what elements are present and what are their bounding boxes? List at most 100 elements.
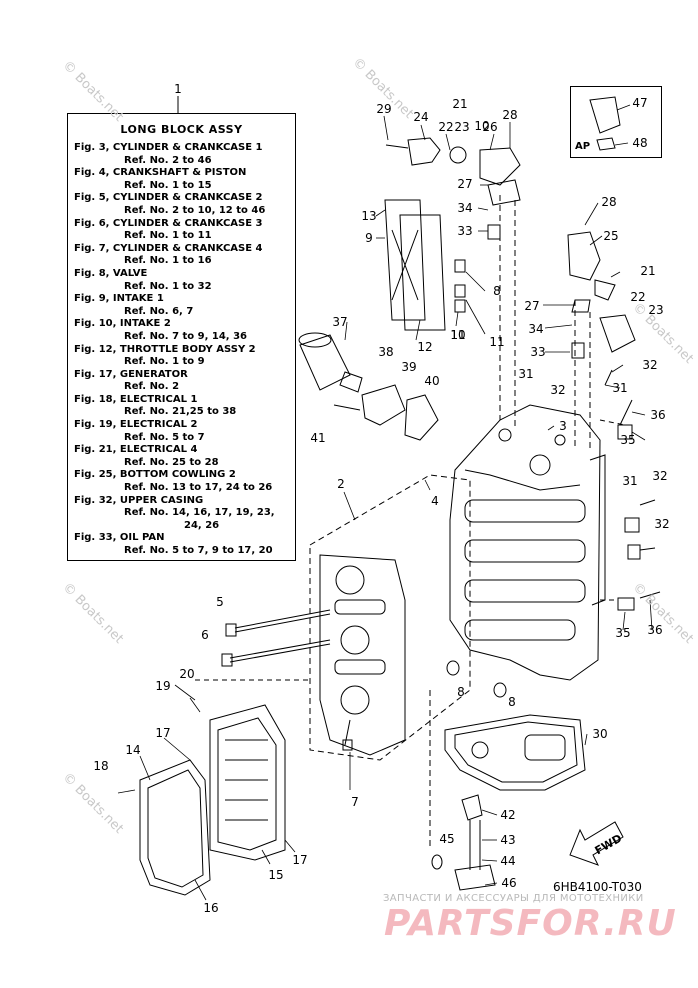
callout-number: 47 xyxy=(632,96,648,110)
ap-inset-label: AP xyxy=(575,141,591,152)
callout-number: 20 xyxy=(179,667,195,681)
callout-number: 21 xyxy=(640,264,656,278)
callout-number: 9 xyxy=(365,231,373,245)
callout-number: 25 xyxy=(603,229,619,243)
callout-number: 27 xyxy=(457,177,473,191)
callout-number: 22 xyxy=(630,290,646,304)
legend-line: Ref. No. 14, 16, 17, 19, 23, xyxy=(124,507,275,519)
callout-number: 44 xyxy=(500,854,516,868)
head-bolts xyxy=(221,609,331,667)
callout-number: 4 xyxy=(431,494,439,508)
callout-number: 17 xyxy=(155,726,171,740)
legend-line: Fig. 7, CYLINDER & CRANKCASE 4 xyxy=(74,242,263,254)
callout-number: 32 xyxy=(654,517,670,531)
callout-number: 7 xyxy=(351,795,359,809)
callout-number: 15 xyxy=(268,868,284,882)
callout-number: 17 xyxy=(292,853,308,867)
legend-line: Ref. No. 2 xyxy=(124,381,180,393)
callout-number: 19 xyxy=(155,679,171,693)
callout-number: 36 xyxy=(650,408,666,422)
legend-line: Ref. No. 1 to 16 xyxy=(124,255,212,267)
callout-number: 42 xyxy=(500,808,516,822)
callout-number: 37 xyxy=(332,315,348,329)
side-hardware xyxy=(599,369,661,611)
legend-line: Ref. No. 6, 7 xyxy=(124,305,194,317)
legend-line: Ref. No. 1 to 15 xyxy=(124,179,212,191)
callout-number: 34 xyxy=(528,322,544,336)
callout-number: 31 xyxy=(612,381,628,395)
callout-number: 2 xyxy=(337,477,345,491)
callout-number: 3 xyxy=(559,419,567,433)
legend-line: Fig. 32, UPPER CASING xyxy=(74,494,204,506)
legend-line: Fig. 3, CYLINDER & CRANKCASE 1 xyxy=(74,142,263,153)
callout-number: 8 xyxy=(508,695,516,709)
legend-line: Fig. 17, GENERATOR xyxy=(74,368,188,380)
callout-number: 32 xyxy=(652,469,668,483)
callout-number: 10 xyxy=(474,119,490,133)
legend-line: Ref. No. 5 to 7, 9 to 17, 20 xyxy=(124,545,273,556)
callout-number: 43 xyxy=(500,833,516,847)
callout-number: 12 xyxy=(417,340,433,354)
callout-number: 32 xyxy=(642,358,658,372)
intake-plate xyxy=(384,199,466,331)
legend-line: Fig. 33, OIL PAN xyxy=(74,532,165,544)
callout-number: 30 xyxy=(592,727,608,741)
long-block-assy-legend: LONG BLOCK ASSY Fig. 3, CYLINDER & CRANK… xyxy=(67,113,296,561)
legend-line: Fig. 5, CYLINDER & CRANKCASE 2 xyxy=(74,192,263,204)
callout-number: 31 xyxy=(622,474,638,488)
legend-line: Ref. No. 5 to 7 xyxy=(124,431,205,443)
legend-line: Ref. No. 2 to 46 xyxy=(124,154,212,166)
cylinder-head xyxy=(309,474,471,761)
inset-parts xyxy=(589,96,621,151)
callout-number: 36 xyxy=(647,623,663,637)
callout-number: 14 xyxy=(125,743,141,757)
exhaust-cover xyxy=(139,679,310,896)
legend-line: Fig. 6, CYLINDER & CRANKCASE 3 xyxy=(74,217,263,229)
ap-inset-box xyxy=(570,86,662,158)
callout-number: 28 xyxy=(502,108,518,122)
callout-number: 33 xyxy=(530,345,546,359)
callout-number: 16 xyxy=(203,901,219,915)
callout-number: 11 xyxy=(450,328,466,342)
callout-number: 23 xyxy=(648,303,664,317)
callout-1: 1 xyxy=(174,82,182,96)
callout-number: 39 xyxy=(401,360,417,374)
callout-number: 35 xyxy=(615,626,631,640)
callout-number: 38 xyxy=(378,345,394,359)
legend-line: Ref. No. 7 to 9, 14, 36 xyxy=(124,330,248,342)
callout-number: 8 xyxy=(457,685,465,699)
callout-number: 13 xyxy=(361,209,377,223)
legend-line: Ref. No. 2 to 10, 12 to 46 xyxy=(124,204,266,216)
legend-line: Fig. 12, THROTTLE BODY ASSY 2 xyxy=(74,343,256,355)
callout-number: 11 xyxy=(489,335,505,349)
oil-dipstick-guide xyxy=(429,690,496,891)
legend-line: Fig. 21, ELECTRICAL 4 xyxy=(74,444,198,456)
legend-line: Fig. 4, CRANKSHAFT & PISTON xyxy=(74,167,247,179)
legend-line: Ref. No. 1 to 32 xyxy=(124,280,212,292)
legend-line: Fig. 8, VALVE xyxy=(74,267,148,279)
thermostat-housing xyxy=(385,137,521,430)
legend-line: Ref. No. 21,25 to 38 xyxy=(124,406,237,418)
callout-number: 23 xyxy=(454,120,470,134)
diagram-code: 6HB4100-T030 xyxy=(553,880,642,894)
callout-number: 32 xyxy=(550,383,566,397)
legend-line: Fig. 18, ELECTRICAL 1 xyxy=(74,393,198,405)
legend-line: Fig. 19, ELECTRICAL 2 xyxy=(74,419,198,431)
oil-filter-group xyxy=(298,332,439,441)
legend-line: 24, 26 xyxy=(184,519,220,531)
right-thermostat-housing xyxy=(567,231,636,450)
callout-number: 18 xyxy=(93,759,109,773)
crankcase-block xyxy=(449,404,606,681)
callout-number: 26 xyxy=(482,120,498,134)
legend-line: Ref. No. 25 to 28 xyxy=(124,456,219,468)
legend-line: Fig. 10, INTAKE 2 xyxy=(74,318,171,330)
callout-number: 31 xyxy=(518,367,534,381)
callout-number: 35 xyxy=(620,433,636,447)
legend-line: Ref. No. 1 to 11 xyxy=(124,230,212,242)
callout-number: 28 xyxy=(601,195,617,209)
callout-number: 5 xyxy=(216,595,224,609)
callout-number: 41 xyxy=(310,431,326,445)
watermark-caption: ЗАПЧАСТИ И АКСЕССУАРЫ ДЛЯ МОТОТЕХНИКИ xyxy=(383,893,644,904)
legend-line: Ref. No. 13 to 17, 24 to 26 xyxy=(124,482,273,494)
